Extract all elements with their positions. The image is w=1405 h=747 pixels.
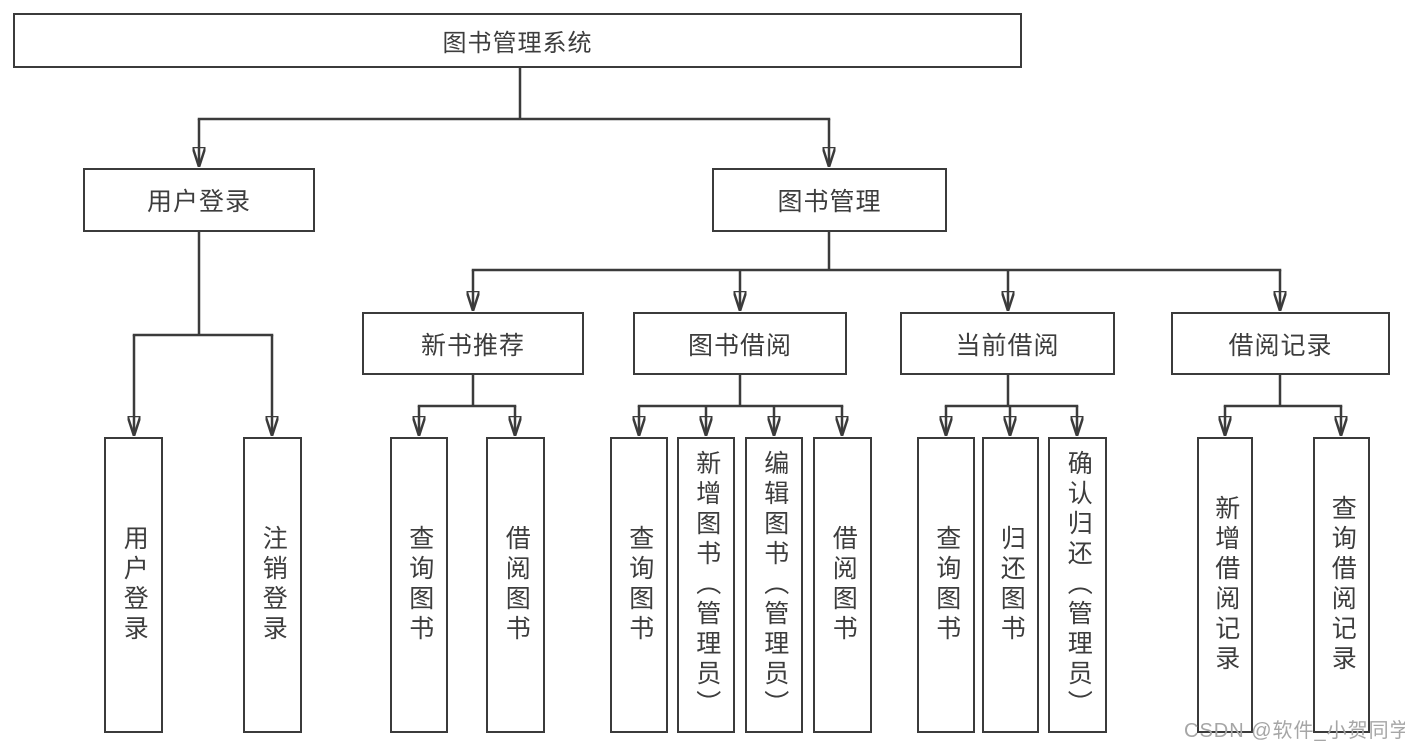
node-book-borrow-label: 图书借阅 xyxy=(687,331,792,360)
csdn-watermark: CSDN @软件_小贺同学 xyxy=(1184,720,1405,742)
leaf-query-book-3: 查询图书 xyxy=(917,437,975,733)
leaf-add-borrow-record-label: 新增借阅记录 xyxy=(1211,495,1240,675)
node-user-login: 用户登录 xyxy=(83,168,315,232)
leaf-query-book-1: 查询图书 xyxy=(390,437,448,733)
node-borrow-record: 借阅记录 xyxy=(1171,312,1390,375)
leaf-query-book-3-label: 查询图书 xyxy=(932,525,961,645)
node-new-book-recommend: 新书推荐 xyxy=(362,312,584,375)
leaf-borrow-book-1: 借阅图书 xyxy=(486,437,545,733)
node-new-book-recommend-label: 新书推荐 xyxy=(420,331,525,360)
leaf-borrow-book-2: 借阅图书 xyxy=(813,437,872,733)
leaf-confirm-return-admin-label: 确认归还（管理员） xyxy=(1064,450,1093,720)
leaf-return-book-label: 归还图书 xyxy=(997,525,1026,645)
leaf-add-book-admin: 新增图书（管理员） xyxy=(677,437,735,733)
leaf-query-book-2-label: 查询图书 xyxy=(625,525,654,645)
node-book-borrow: 图书借阅 xyxy=(633,312,847,375)
node-current-borrow-label: 当前借阅 xyxy=(955,331,1060,360)
leaf-edit-book-admin-label: 编辑图书（管理员） xyxy=(760,450,789,720)
leaf-query-borrow-record-label: 查询借阅记录 xyxy=(1328,495,1357,675)
node-book-management: 图书管理 xyxy=(712,168,947,232)
leaf-edit-book-admin: 编辑图书（管理员） xyxy=(745,437,803,733)
node-root-label: 图书管理系统 xyxy=(442,30,593,57)
node-current-borrow: 当前借阅 xyxy=(900,312,1115,375)
leaf-borrow-book-2-label: 借阅图书 xyxy=(829,525,858,645)
node-borrow-record-label: 借阅记录 xyxy=(1228,331,1333,360)
leaf-logout: 注销登录 xyxy=(243,437,302,733)
leaf-add-book-admin-label: 新增图书（管理员） xyxy=(692,450,721,720)
leaf-return-book: 归还图书 xyxy=(982,437,1039,733)
leaf-user-login: 用户登录 xyxy=(104,437,163,733)
node-root: 图书管理系统 xyxy=(13,13,1022,68)
leaf-query-book-2: 查询图书 xyxy=(610,437,668,733)
leaf-confirm-return-admin: 确认归还（管理员） xyxy=(1048,437,1107,733)
leaf-borrow-book-1-label: 借阅图书 xyxy=(502,525,531,645)
leaf-user-login-label: 用户登录 xyxy=(120,525,149,645)
leaf-query-book-1-label: 查询图书 xyxy=(405,525,434,645)
leaf-add-borrow-record: 新增借阅记录 xyxy=(1197,437,1253,733)
node-book-management-label: 图书管理 xyxy=(777,188,882,216)
leaf-logout-label: 注销登录 xyxy=(259,525,288,645)
leaf-query-borrow-record: 查询借阅记录 xyxy=(1313,437,1370,733)
node-user-login-label: 用户登录 xyxy=(146,188,251,216)
